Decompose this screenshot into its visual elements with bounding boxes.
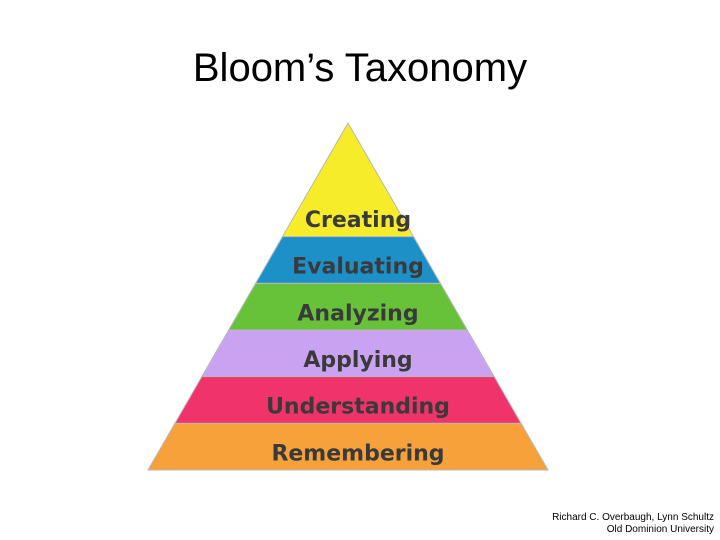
pyramid-label-analyzing: Analyzing [297, 301, 418, 326]
credit: Richard C. Overbaugh, Lynn Schultz Old D… [552, 512, 714, 536]
pyramid-label-applying: Applying [303, 348, 412, 373]
pyramid-label-remembering: Remembering [271, 441, 444, 466]
credit-authors: Richard C. Overbaugh, Lynn Schultz [552, 512, 714, 523]
pyramid-level-remembering [147, 422, 549, 471]
pyramid-label-understanding: Understanding [266, 395, 450, 420]
credit-institution: Old Dominion University [606, 524, 714, 535]
pyramid-label-creating: Creating [305, 208, 411, 233]
page-title: Bloom’s Taxonomy [192, 46, 528, 90]
pyramid-label-evaluating: Evaluating [292, 255, 424, 280]
pyramid-layers: CreatingEvaluatingAnalyzingApplyingUnder… [147, 121, 549, 471]
